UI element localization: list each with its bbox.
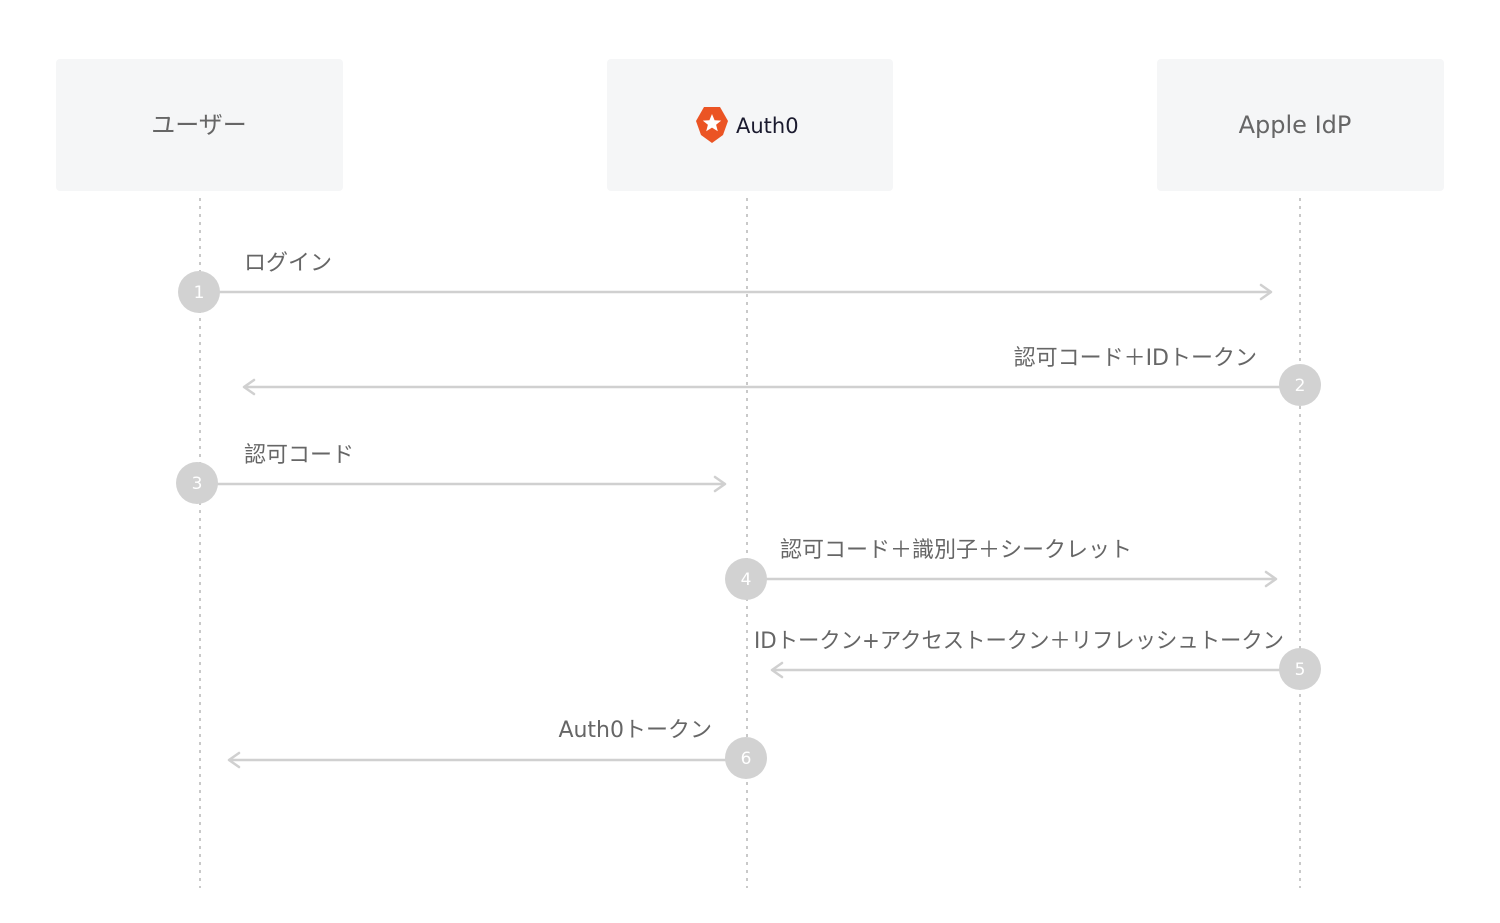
arrow-left-icon — [770, 661, 784, 679]
actor-label-user: ユーザー — [151, 111, 247, 139]
message-2: 2 認可コード＋IDトークン — [242, 346, 1321, 406]
message-5: 5 IDトークン+アクセストークン＋リフレッシュトークン — [754, 629, 1321, 690]
message-label: 認可コード — [244, 443, 354, 468]
message-1: 1 ログイン — [178, 251, 1273, 313]
actor-user: ユーザー — [56, 59, 343, 191]
step-badge — [178, 271, 220, 313]
arrow-right-icon — [1259, 283, 1273, 301]
message-4: 4 認可コード＋識別子＋シークレット — [725, 538, 1278, 600]
actor-label-apple: Apple IdP — [1239, 111, 1352, 139]
message-label: 認可コード＋識別子＋シークレット — [780, 538, 1132, 563]
step-badge — [176, 462, 218, 504]
step-badge — [1279, 648, 1321, 690]
actor-box-apple — [1157, 59, 1444, 191]
step-number: 4 — [741, 570, 752, 590]
message-6: 6 Auth0トークン — [227, 718, 767, 779]
step-number: 3 — [192, 474, 203, 494]
step-badge — [1279, 364, 1321, 406]
arrow-right-icon — [713, 475, 727, 493]
message-label: 認可コード＋IDトークン — [1014, 346, 1257, 371]
message-3: 3 認可コード — [176, 443, 727, 504]
arrow-left-icon — [242, 378, 256, 396]
step-badge — [725, 737, 767, 779]
step-number: 6 — [741, 749, 752, 769]
message-label: ログイン — [244, 251, 332, 276]
actor-label-auth0: Auth0 — [736, 114, 799, 138]
auth0-shield-icon — [696, 107, 728, 143]
actor-apple: Apple IdP — [1157, 59, 1444, 191]
step-number: 2 — [1295, 376, 1306, 396]
message-label: IDトークン+アクセストークン＋リフレッシュトークン — [754, 629, 1284, 654]
step-number: 1 — [194, 283, 205, 303]
arrow-right-icon — [1264, 570, 1278, 588]
actor-auth0: Auth0 — [607, 59, 893, 191]
step-badge — [725, 558, 767, 600]
arrow-left-icon — [227, 751, 241, 769]
actor-box-user — [56, 59, 343, 191]
message-label: Auth0トークン — [558, 718, 712, 743]
actor-box-auth0 — [607, 59, 893, 191]
step-number: 5 — [1295, 660, 1306, 680]
